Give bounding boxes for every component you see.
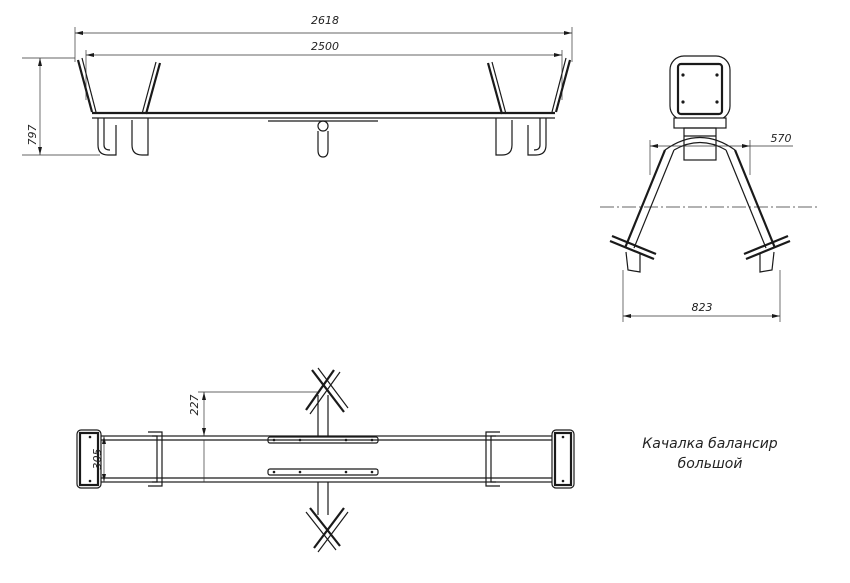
drawing-title-line2: большой	[678, 456, 743, 472]
dim-overall-length: 2618	[311, 14, 339, 27]
side-view: 570 823	[600, 55, 818, 322]
dim-seat-length: 2500	[311, 40, 339, 53]
dim-height: 797	[26, 125, 39, 146]
front-view: 2618 2500 797	[22, 14, 573, 158]
drawing-title-line1: Качалка балансир	[642, 436, 777, 452]
dim-handle-width: 570	[771, 132, 792, 145]
dim-handle-offset: 227	[188, 395, 201, 416]
dim-foot-width: 823	[692, 301, 713, 314]
top-view: 227 305	[76, 367, 575, 553]
dim-seat-width: 305	[91, 449, 104, 470]
